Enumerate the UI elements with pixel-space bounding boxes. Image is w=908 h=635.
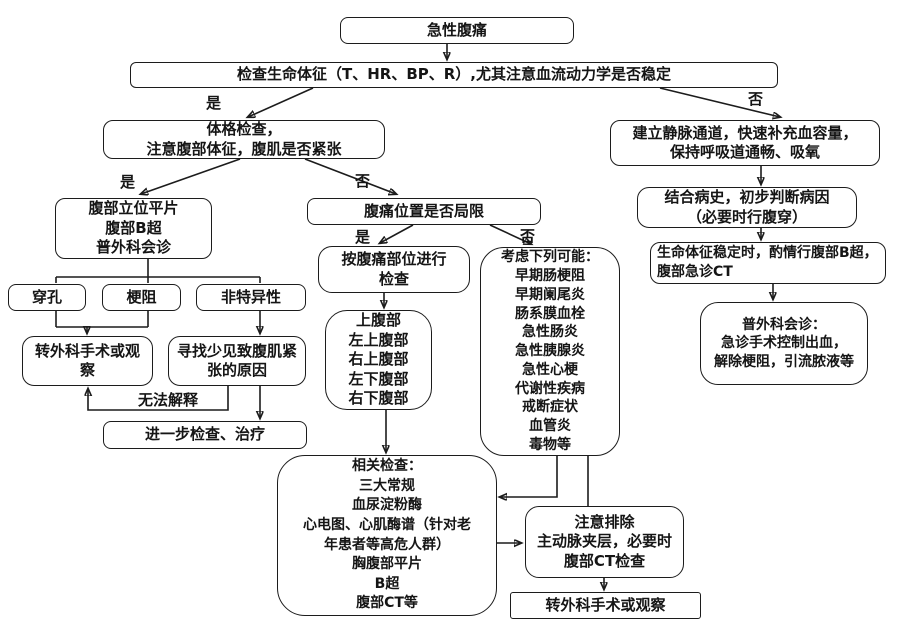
node-check-vitals: 检查生命体征（T、HR、BP、R）,尤其注意血流动力学是否稳定 bbox=[130, 62, 778, 88]
node-stable-imaging: 生命体征稳定时，酌情行腹部B超， 腹部急诊CT bbox=[650, 242, 886, 284]
node-exclude-aortic-dissection: 注意排除 主动脉夹层，必要时 腹部CT检查 bbox=[525, 506, 684, 578]
edge-label-localized-yes: 是 bbox=[355, 228, 371, 246]
node-transfer-surgery-or-observe: 转外科手术或观 察 bbox=[22, 336, 153, 386]
node-pain-localized-question: 腹痛位置是否局限 bbox=[307, 198, 541, 225]
connector bbox=[304, 158, 396, 194]
node-rare-causes: 寻找少见致腹肌紧 张的原因 bbox=[168, 336, 306, 386]
node-general-surgery-consult: 普外科会诊： 急诊手术控制出血， 解除梗阻，引流脓液等 bbox=[700, 302, 868, 385]
node-consider-possibilities: 考虑下列可能： 早期肠梗阻 早期阑尾炎 肠系膜血栓 急性肠炎 急性胰腺炎 急性心… bbox=[480, 247, 620, 456]
node-further-exam-treatment: 进一步检查、治疗 bbox=[103, 421, 307, 449]
node-combine-history: 结合病史，初步判断病因 （必要时行腹穿） bbox=[637, 187, 857, 228]
node-related-tests: 相关检查： 三大常规 血尿淀粉酶 心电图、心肌酶谱（针对老 年患者等高危人群） … bbox=[277, 455, 497, 616]
node-obstruction: 梗阻 bbox=[102, 284, 181, 311]
node-transfer-surgery-or-observe-2: 转外科手术或观察 bbox=[510, 592, 701, 619]
node-iv-access-volume: 建立静脉通道，快速补充血容量， 保持呼吸道通畅、吸氧 bbox=[610, 120, 880, 166]
connector bbox=[380, 224, 414, 243]
node-physical-exam: 体格检查， 注意腹部体征，腹肌是否紧张 bbox=[103, 120, 385, 159]
connector bbox=[500, 456, 558, 497]
edge-label-physical-yes: 是 bbox=[120, 173, 136, 191]
edge-label-vitals-yes: 是 bbox=[206, 94, 222, 112]
node-abdominal-regions: 上腹部 左上腹部 右上腹部 左下腹部 右下腹部 bbox=[325, 310, 432, 410]
edge-label-vitals-no: 否 bbox=[748, 90, 764, 108]
node-perforation: 穿孔 bbox=[8, 284, 86, 311]
node-abdominal-xray-ultrasound-consult: 腹部立位平片 腹部B超 普外科会诊 bbox=[55, 198, 212, 259]
connector bbox=[248, 87, 314, 117]
node-acute-abdominal-pain: 急性腹痛 bbox=[340, 17, 574, 44]
edge-label-localized-no: 否 bbox=[520, 227, 536, 245]
node-nonspecific: 非特异性 bbox=[196, 284, 306, 311]
edge-label-cannot-explain: 无法解释 bbox=[138, 391, 199, 409]
connector bbox=[141, 158, 241, 194]
node-exam-by-pain-location: 按腹痛部位进行 检查 bbox=[318, 246, 470, 293]
edge-label-physical-no: 否 bbox=[355, 172, 371, 190]
